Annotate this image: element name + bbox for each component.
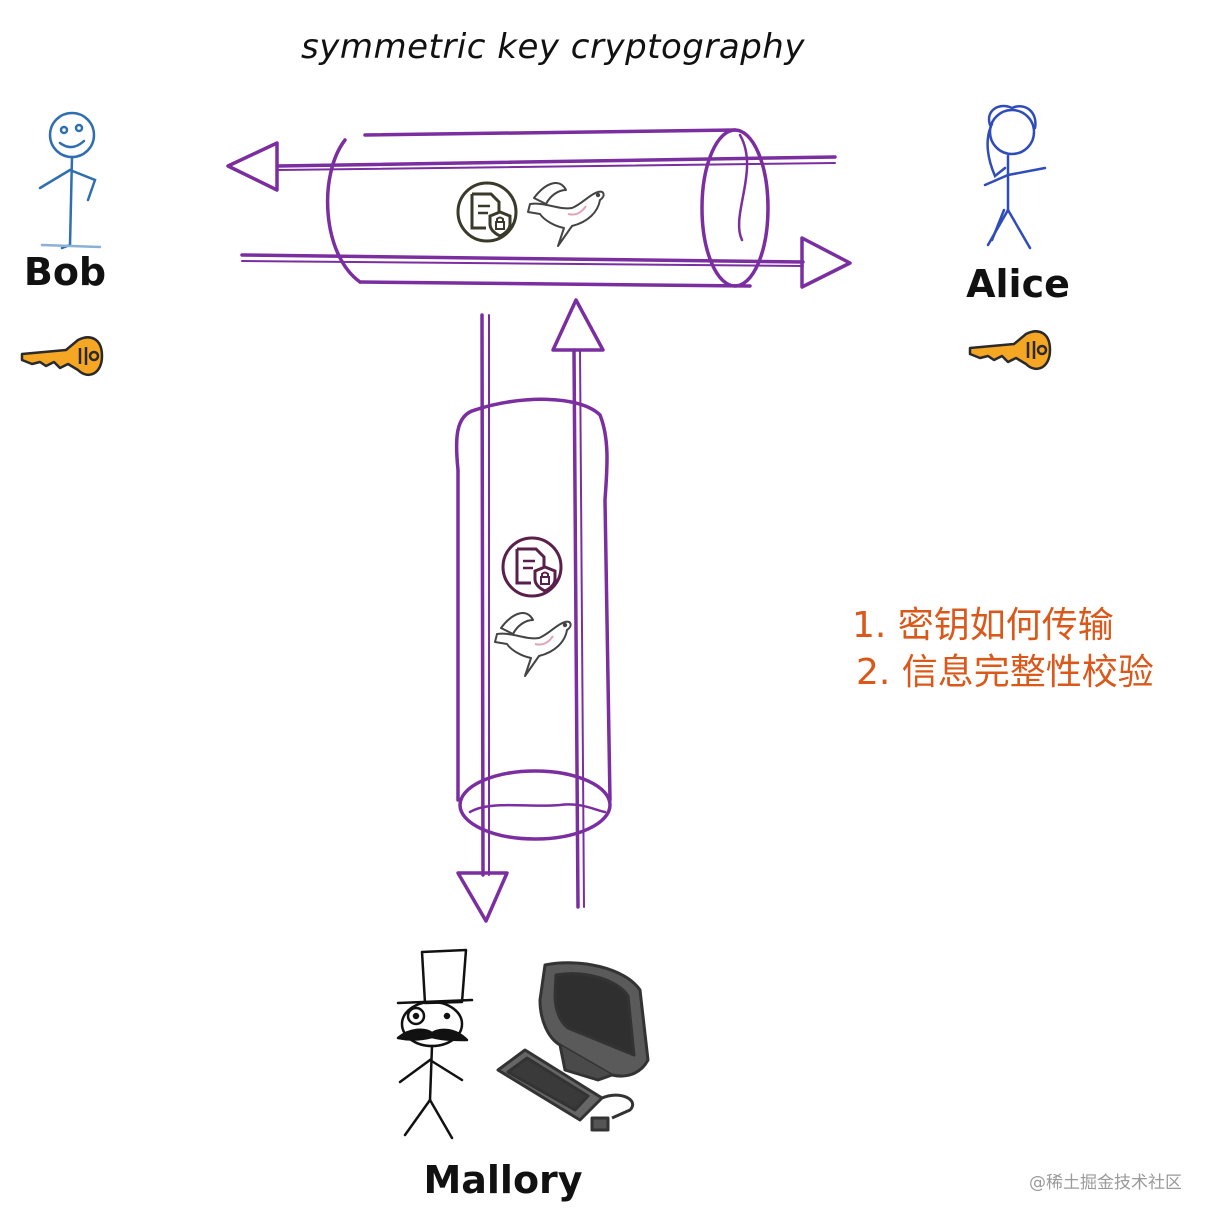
alice-figure-icon — [983, 104, 1047, 250]
note-key-transfer: 1. 密钥如何传输 — [852, 605, 1114, 646]
arrow-to-alice — [240, 236, 852, 289]
mallory-label: Mallory — [423, 1158, 582, 1202]
arrow-to-bob — [226, 141, 837, 192]
key-icon — [20, 336, 104, 376]
dove-icon — [527, 182, 605, 247]
key-icon — [968, 330, 1052, 370]
document-lock-icon — [501, 536, 563, 598]
computer-icon — [496, 961, 650, 1132]
arrow-from-mallory — [551, 298, 605, 909]
bob-figure-icon — [38, 111, 102, 250]
mallory-figure-icon — [396, 948, 474, 1140]
dove-icon — [494, 612, 572, 677]
note-integrity-check: 2. 信息完整性校验 — [856, 652, 1154, 693]
diagram-title: symmetric key cryptography — [301, 27, 805, 67]
alice-label: Alice — [966, 262, 1070, 306]
horizontal-tunnel — [325, 128, 770, 288]
arrow-to-mallory — [456, 313, 509, 923]
watermark: @稀土掘金技术社区 — [1029, 1173, 1182, 1193]
document-lock-icon — [456, 181, 518, 243]
bob-label: Bob — [24, 250, 106, 294]
